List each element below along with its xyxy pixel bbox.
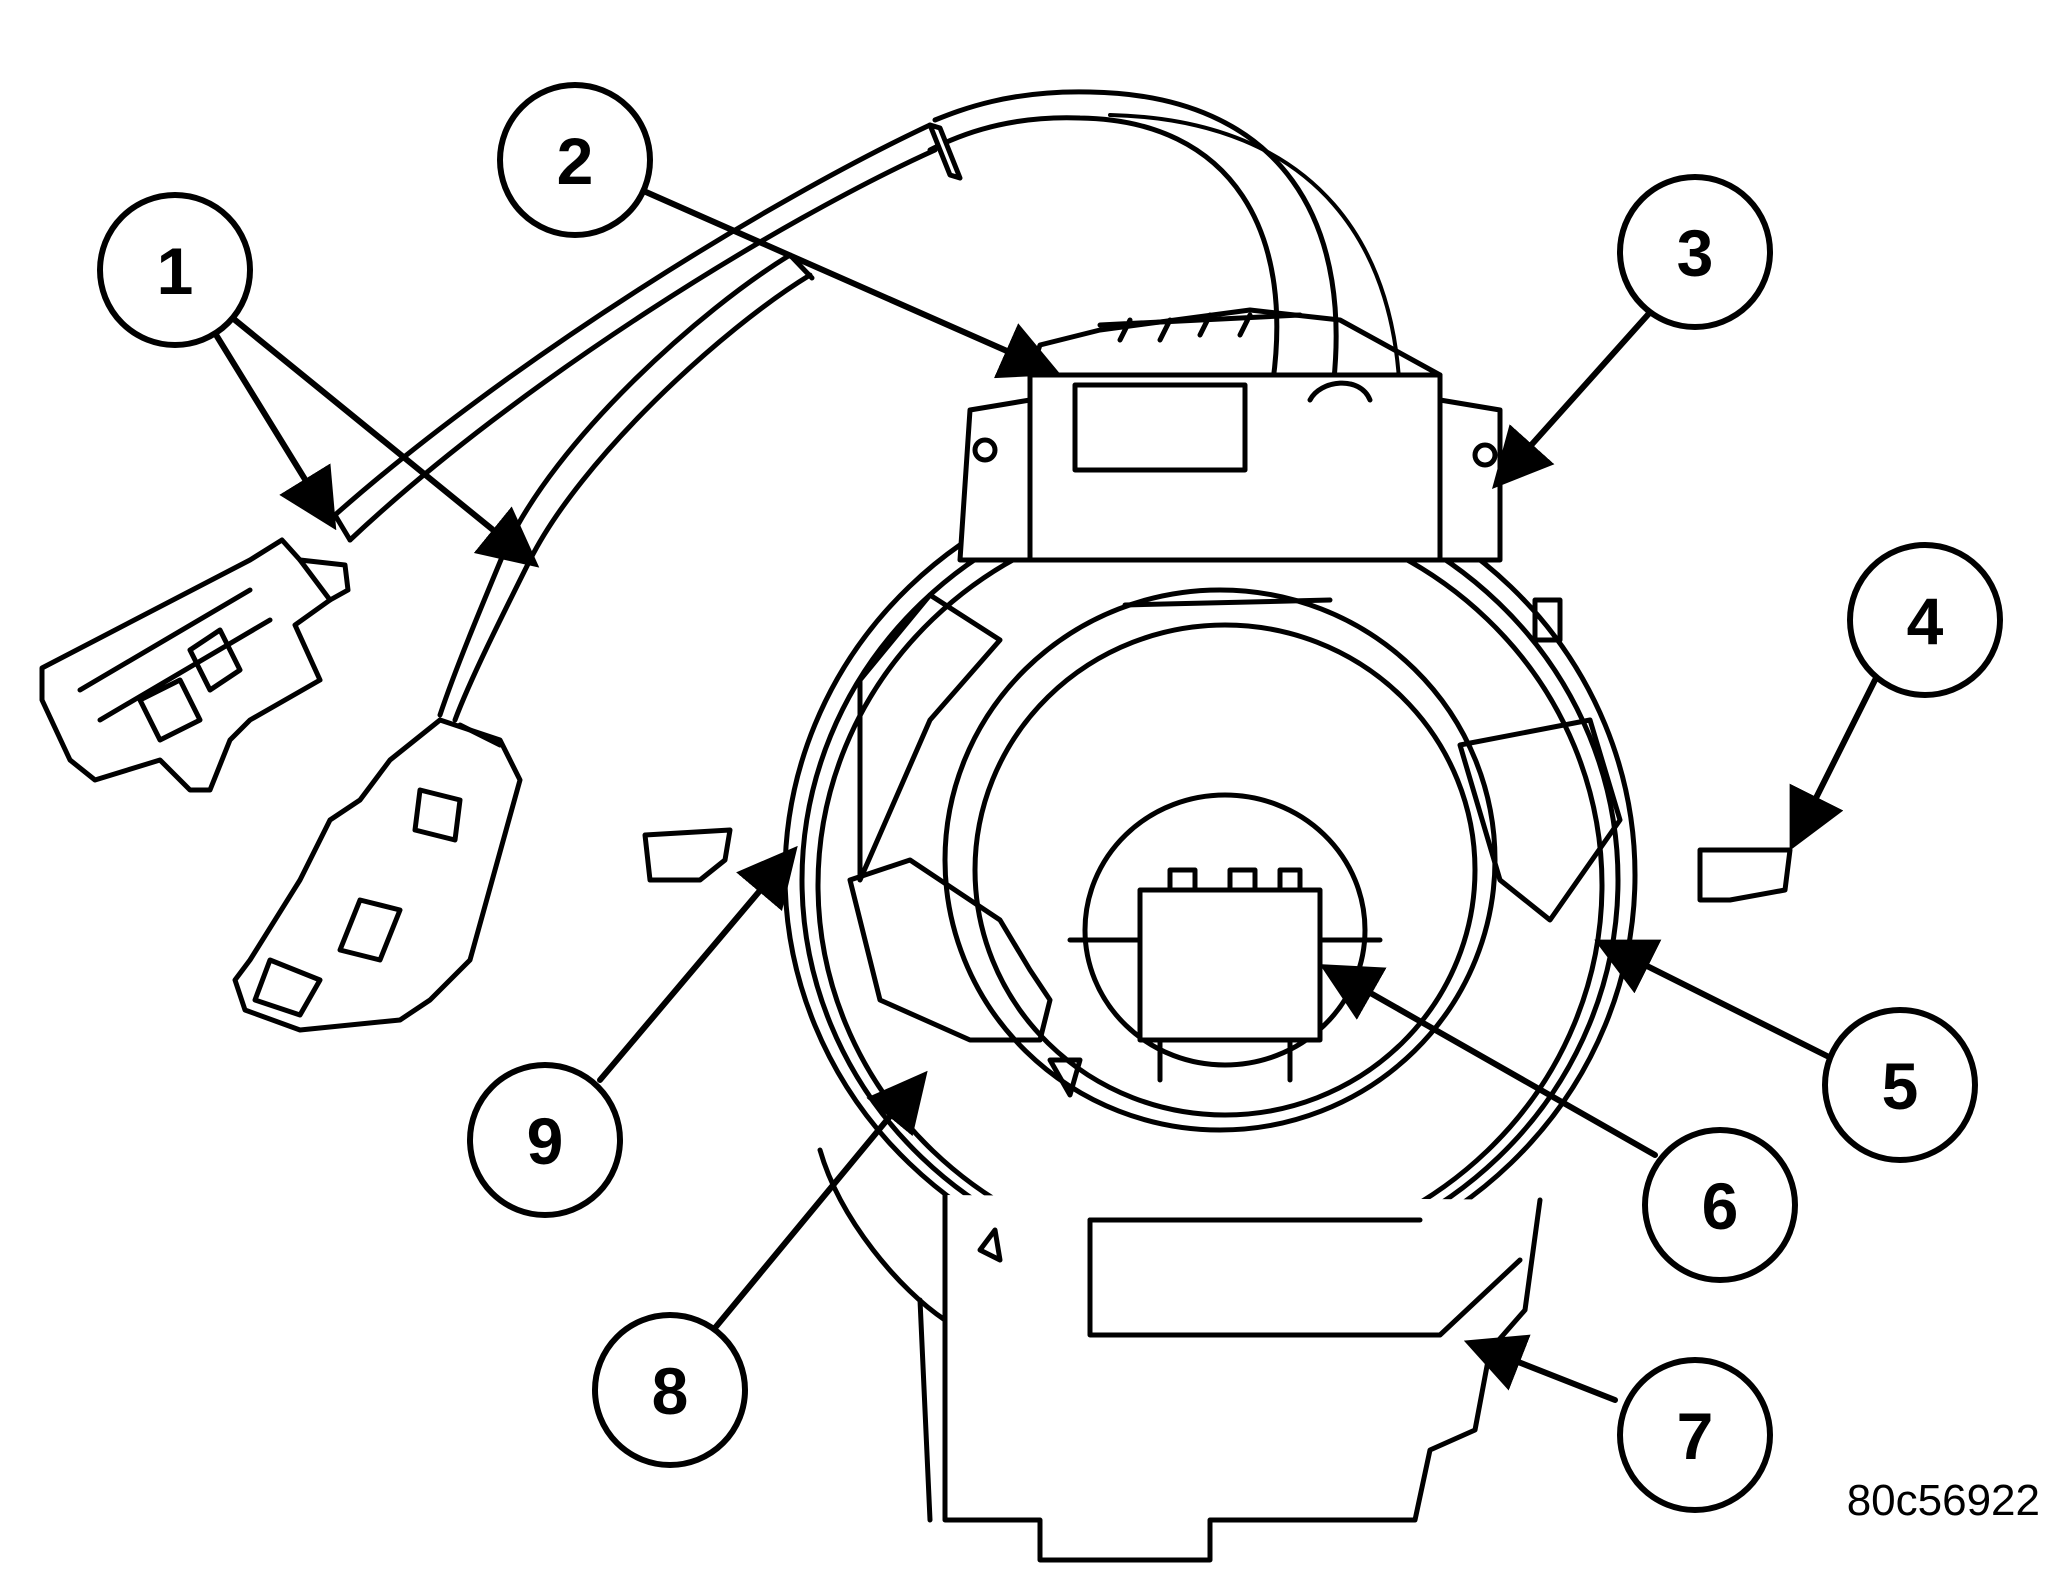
leader-7: [1463, 1334, 1618, 1403]
callout-5: 5: [1822, 1007, 1978, 1163]
callout-1-circle: [97, 192, 253, 348]
clockspring-body: [642, 307, 1793, 1563]
callout-4: 4: [1847, 542, 2003, 698]
figure-id: 80c56922: [1847, 1476, 2040, 1525]
callout-9: 9: [467, 1062, 623, 1218]
leader-2: [627, 182, 1061, 379]
leader-8: [702, 1070, 928, 1343]
leader-1b: [232, 317, 540, 568]
callouts: 1 2 3 4 5 6 7 8: [97, 82, 2003, 1513]
callout-8-circle: [592, 1312, 748, 1468]
callout-9-label: 9: [527, 1104, 564, 1178]
callout-6-label: 6: [1702, 1169, 1739, 1243]
callout-1: 1: [97, 192, 253, 348]
callout-2: 2: [497, 82, 653, 238]
leader-1a: [207, 322, 337, 531]
callout-2-label: 2: [557, 124, 594, 198]
callout-1-label: 1: [157, 234, 194, 308]
callout-2-circle: [497, 82, 653, 238]
leader-9: [597, 845, 798, 1083]
connector-lower-left: [232, 717, 523, 1033]
callout-8: 8: [592, 1312, 748, 1468]
callout-6-circle: [1642, 1127, 1798, 1283]
callout-7: 7: [1617, 1357, 1773, 1513]
leader-lines: [207, 182, 1878, 1403]
callout-6: 6: [1642, 1127, 1798, 1283]
callout-3: 3: [1617, 174, 1773, 330]
callout-7-circle: [1617, 1357, 1773, 1513]
connector-upper-left: [39, 537, 351, 793]
leader-5: [1594, 939, 1838, 1063]
callout-8-label: 8: [652, 1354, 689, 1428]
callout-4-circle: [1847, 542, 2003, 698]
callout-7-label: 7: [1677, 1399, 1714, 1473]
leader-3: [1491, 287, 1673, 489]
leader-6: [1319, 964, 1658, 1158]
callout-5-circle: [1822, 1007, 1978, 1163]
callout-4-label: 4: [1907, 584, 1944, 658]
callout-3-circle: [1617, 174, 1773, 330]
callout-5-label: 5: [1882, 1049, 1919, 1123]
callout-9-circle: [467, 1062, 623, 1218]
leader-4: [1789, 677, 1878, 851]
callout-3-label: 3: [1677, 216, 1714, 290]
